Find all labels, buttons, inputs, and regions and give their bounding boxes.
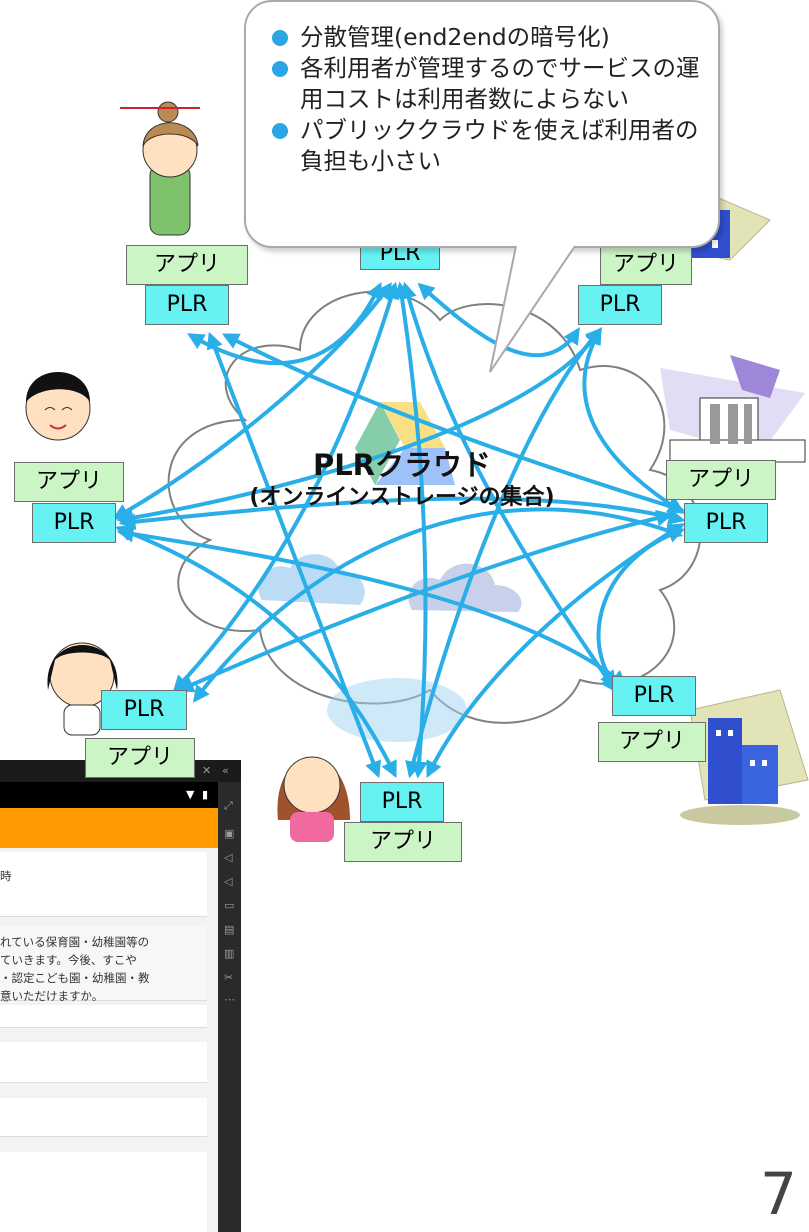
arrow-16 xyxy=(222,333,686,515)
emulator-toolbar: ⤢ ▣ ◁ ◁ ▭ ▤ ▥ ✂ ⋯ xyxy=(218,782,241,1232)
lock-icon: ▥ xyxy=(224,947,235,960)
app-box-kimono-user: アプリ xyxy=(126,245,248,285)
record-icon: ▤ xyxy=(224,923,235,936)
callout-list: 分散管理(end2endの暗号化) 各利用者が管理するのでサービスの運用コストは… xyxy=(272,22,700,177)
consent-option-3[interactable] xyxy=(0,1098,207,1137)
plr-box-hospital: PLR xyxy=(684,503,768,543)
phone-appbar xyxy=(0,808,218,848)
office-building-icon xyxy=(680,689,809,825)
callout-bubble: 分散管理(end2endの暗号化) 各利用者が管理するのでサービスの運用コストは… xyxy=(244,0,720,248)
consent-line-3: ・認定こども園・幼稚園・教 xyxy=(0,971,150,985)
callout-bullet-2: 各利用者が管理するのでサービスの運用コストは利用者数によらない xyxy=(272,53,700,115)
consent-option-2[interactable] xyxy=(0,1042,207,1083)
page-number: 7 xyxy=(760,1160,797,1228)
volume-down-icon: ◁ xyxy=(224,875,233,888)
consent-line-1: れている保育園・幼稚園等の xyxy=(0,935,150,949)
bullet-dot-icon xyxy=(272,61,288,77)
app-box-office: アプリ xyxy=(600,245,692,285)
screenshot-icon: ▣ xyxy=(224,827,235,840)
app-box-woman: アプリ xyxy=(344,822,462,862)
cut-icon: ✂ xyxy=(224,971,234,984)
woman-pink-icon xyxy=(277,756,350,842)
battery-icon: ▮ xyxy=(202,788,209,801)
connection-arrows xyxy=(112,281,686,779)
woman-kimono-icon xyxy=(120,101,200,236)
consent-card: れている保育園・幼稚園等の ていきます。今後、すこや ・認定こども園・幼稚園・教… xyxy=(0,926,207,1003)
cloud-subtitle: (オンラインストレージの集合) xyxy=(249,485,555,510)
app-box-boy: アプリ xyxy=(14,462,124,502)
plr-box-woman: PLR xyxy=(360,782,444,822)
app-box-office-2: アプリ xyxy=(598,722,706,762)
callout-tail xyxy=(489,244,576,373)
row-label: 時 xyxy=(0,869,12,883)
consent-line-4: 意いただけますか。 xyxy=(0,989,104,1003)
consent-option-4[interactable] xyxy=(0,1152,207,1232)
bullet-dot-icon xyxy=(272,123,288,139)
app-box-girl: アプリ xyxy=(85,738,195,778)
callout-bullet-1: 分散管理(end2endの暗号化) xyxy=(272,22,700,53)
arrow-18 xyxy=(116,525,628,688)
cloud-label: PLRクラウド (オンラインストレージの集合) xyxy=(200,447,604,513)
embedded-app-screenshot: ≡ ⚙ – □ ✕ « ▼ ▮ ⤢ ▣ ◁ ◁ ▭ ▤ ▥ ✂ ⋯ 時 れている… xyxy=(0,760,241,1232)
info-card: 時 xyxy=(0,852,207,917)
display-icon: ▭ xyxy=(224,899,235,912)
app-box-hospital: アプリ xyxy=(666,460,776,500)
more-icon: ⋯ xyxy=(224,993,235,1006)
consent-line-2: ていきます。今後、すこや xyxy=(0,953,137,967)
hospital-icon xyxy=(660,355,806,463)
girl-icon xyxy=(47,642,118,736)
plr-box-kimono-user: PLR xyxy=(145,285,229,325)
bullet-dot-icon xyxy=(272,30,288,46)
collapse-icon: « xyxy=(222,764,229,777)
cloud-title: PLRクラウド xyxy=(312,448,492,482)
fullscreen-icon: ⤢ xyxy=(224,799,233,812)
plr-box-office: PLR xyxy=(578,285,662,325)
consent-option-1[interactable] xyxy=(0,1005,207,1028)
plr-box-boy: PLR xyxy=(32,503,116,543)
plr-box-office-2: PLR xyxy=(612,676,696,716)
boy-icon xyxy=(25,372,91,441)
volume-up-icon: ◁ xyxy=(224,851,233,864)
close-icon: ✕ xyxy=(202,764,212,777)
plr-box-girl: PLR xyxy=(101,690,187,730)
wifi-icon: ▼ xyxy=(186,788,195,801)
callout-bullet-3: パブリッククラウドを使えば利用者の負担も小さい xyxy=(272,115,700,177)
phone-statusbar: ▼ ▮ xyxy=(0,782,218,808)
